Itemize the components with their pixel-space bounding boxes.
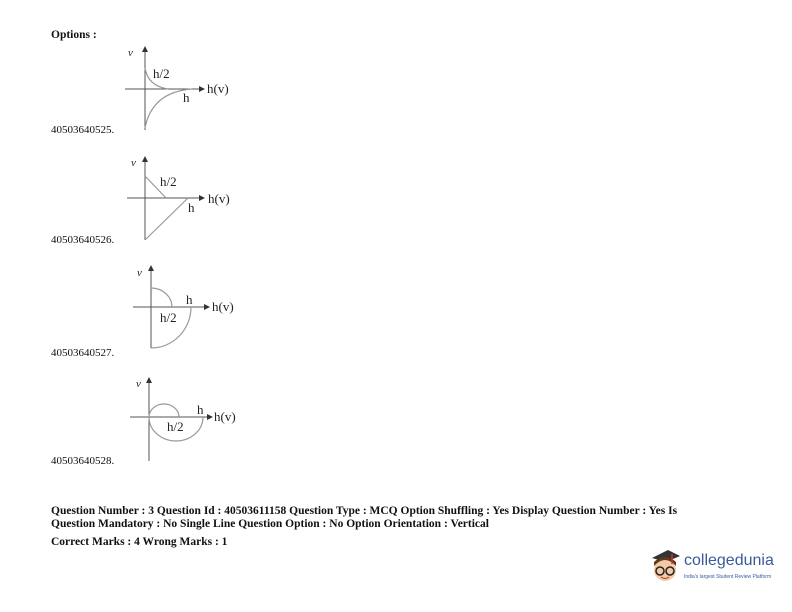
v-axis-label: v xyxy=(131,157,136,169)
collegedunia-logo: collegedunia India's largest Student Rev… xyxy=(648,546,788,592)
h-axis-label: h(v) xyxy=(212,299,234,314)
option-id: 40503640528. xyxy=(51,455,115,467)
h-axis-label: h(v) xyxy=(207,81,229,96)
half-label: h/2 xyxy=(153,66,170,81)
half-label: h/2 xyxy=(167,419,184,434)
option-1-graph: v h/2 h h(v) xyxy=(125,46,229,130)
option-3-graph: v h h/2 h(v) xyxy=(133,265,234,349)
logo-tagline: India's largest Student Review Platform xyxy=(684,574,772,580)
half-label: h/2 xyxy=(160,174,177,189)
h-axis-label: h(v) xyxy=(214,409,236,424)
h-label: h xyxy=(183,90,190,105)
marks-info: Correct Marks : 4 Wrong Marks : 1 xyxy=(51,536,228,548)
v-axis-label: v xyxy=(137,267,142,279)
option-2-graph: v h/2 h h(v) xyxy=(127,156,230,241)
h-axis-label: h(v) xyxy=(208,191,230,206)
option-id: 40503640527. xyxy=(51,347,115,359)
v-axis-label: v xyxy=(128,47,133,59)
v-axis-label: v xyxy=(136,378,141,390)
option-id: 40503640526. xyxy=(51,234,115,246)
logo-name: collegedunia xyxy=(684,552,774,569)
option-id: 40503640525. xyxy=(51,124,115,136)
option-4-graph: v h h/2 h(v) xyxy=(130,377,236,461)
half-label: h/2 xyxy=(160,310,177,325)
mascot-icon xyxy=(652,550,680,581)
question-meta-line1: Question Number : 3 Question Id : 405036… xyxy=(51,505,678,517)
h-label: h xyxy=(188,200,195,215)
h-label: h xyxy=(186,292,193,307)
question-meta-line2: Question Mandatory : No Single Line Ques… xyxy=(51,518,489,530)
options-heading: Options : xyxy=(51,29,97,41)
h-label: h xyxy=(197,402,204,417)
